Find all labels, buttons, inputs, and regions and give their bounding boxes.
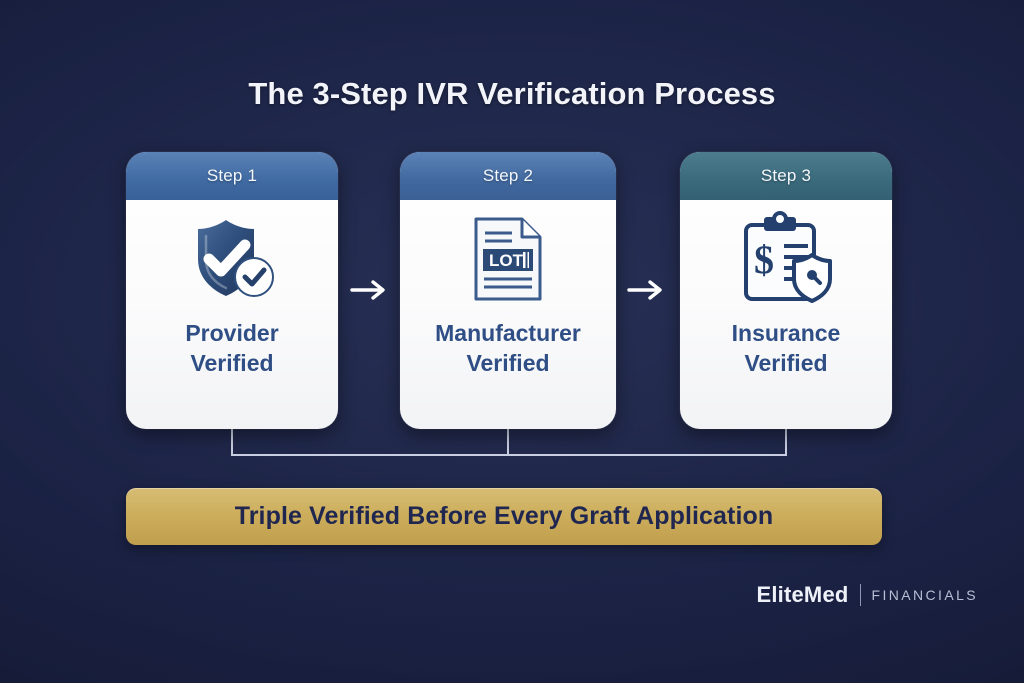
step-card-title: Provider Verified	[126, 318, 338, 379]
brand-logo-secondary: FINANCIALS	[871, 587, 978, 603]
step-card-manufacturer[interactable]: Step 2 LOT Manufacturer Verified	[400, 152, 616, 429]
step-card-title-line2: Verified	[190, 350, 274, 377]
connector-bracket	[231, 424, 787, 456]
step-card-insurance[interactable]: Step 3 $ Insurance	[680, 152, 892, 429]
page-title: The 3-Step IVR Verification Process	[248, 76, 776, 111]
summary-banner-text: Triple Verified Before Every Graft Appli…	[234, 502, 774, 530]
step-card-title-line2: Verified	[744, 350, 828, 377]
step-card-title-line2: Verified	[466, 350, 550, 377]
summary-banner[interactable]: Triple Verified Before Every Graft Appli…	[126, 488, 882, 545]
step-card-title: Manufacturer Verified	[400, 318, 616, 379]
step-card-title-line1: Provider	[185, 320, 279, 346]
clipboard-dollar-shield-icon: $	[680, 200, 892, 318]
step-card-header: Step 3	[680, 152, 892, 200]
step-card-title-line1: Insurance	[731, 320, 841, 346]
step-card-title: Insurance Verified	[680, 318, 892, 379]
brand-logo-divider	[859, 584, 861, 606]
dollar-glyph: $	[754, 237, 774, 282]
document-lot-icon: LOT	[400, 200, 616, 318]
brand-logo: EliteMed FINANCIALS	[756, 582, 978, 608]
step-card-header: Step 2	[400, 152, 616, 200]
step-card-provider[interactable]: Step 1	[126, 152, 338, 429]
lot-label: LOT	[489, 251, 524, 270]
arrow-right-icon	[624, 270, 668, 310]
arrow-right-icon	[347, 270, 391, 310]
brand-logo-primary: EliteMed	[756, 582, 849, 607]
step-card-header: Step 1	[126, 152, 338, 200]
shield-check-icon	[126, 200, 338, 318]
step-card-title-line1: Manufacturer	[435, 320, 581, 346]
